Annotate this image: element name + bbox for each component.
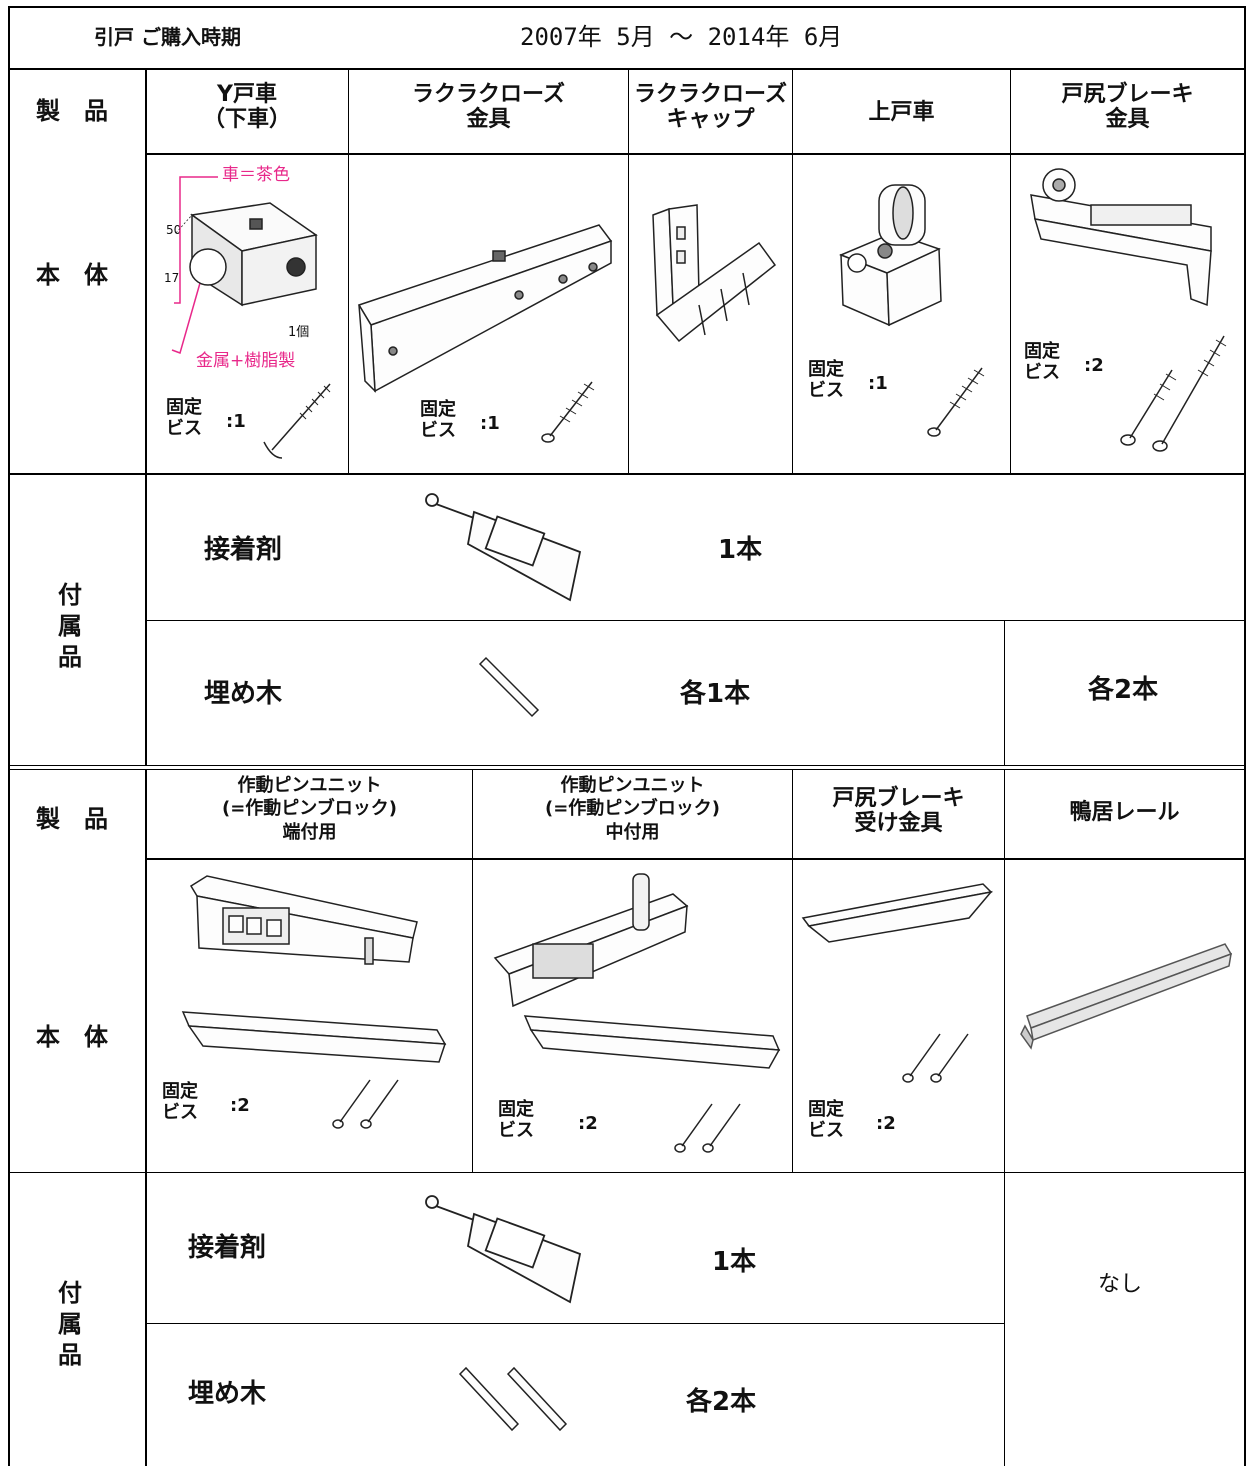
filler-wood-qty: 各1本 [680, 679, 751, 709]
screw-qty-pin-unit-middle: :2 [578, 1113, 598, 1134]
filler-wood-label: 埋め木 [204, 679, 283, 709]
filler-wood-icon [478, 656, 540, 718]
product-name-door-brake: 戸尻ブレーキ 金具 [1061, 82, 1194, 133]
adhesive-label: 接着剤 [204, 535, 283, 565]
screw-label-pin-unit-end: 固定 ビス [162, 1081, 198, 1123]
wheel-color-note: 車＝茶色 [222, 165, 290, 185]
product-name-lintel-rail: 鴨居レール [1069, 800, 1180, 825]
screw-label-raku-close: 固定 ビス [420, 399, 456, 441]
screw-label-top-roller: 固定 ビス [808, 359, 844, 401]
purchase-period-range: 2007年 5月 ～ 2014年 6月 [520, 23, 843, 51]
product-name-top-roller: 上戸車 [868, 100, 935, 125]
accessory-row-header-2: 付 属 品 [58, 1279, 82, 1370]
screw-label-pin-unit-middle: 固定 ビス [498, 1099, 534, 1141]
adhesive-tube-icon [425, 493, 582, 602]
filler-wood-pair-icon [458, 1366, 568, 1432]
screw-pair-icon [902, 1033, 969, 1083]
adhesive-label-2: 接着剤 [188, 1233, 267, 1263]
screw-qty-pin-unit-end: :2 [230, 1095, 250, 1116]
adhesive-qty: 1本 [718, 535, 763, 565]
product-name-raku-close-cap: ラクラクローズ キャップ [634, 82, 787, 133]
product-row-header-2: 製 品 [36, 805, 108, 833]
dim-height: 17 [164, 271, 180, 285]
screw-pair-icon [674, 1103, 741, 1153]
y-roller-illustration [171, 176, 318, 354]
product-name-y-roller: Y戸車 （下車） [202, 82, 291, 133]
adhesive-qty-2: 1本 [712, 1247, 757, 1277]
screw-pair-icon [332, 1079, 399, 1129]
screw-pair-icon [1120, 335, 1227, 452]
screw-qty-top-roller: :1 [868, 373, 888, 394]
lintel-rail-illustration [1020, 943, 1233, 1050]
screw-label-brake-receiver: 固定 ビス [808, 1099, 844, 1141]
product-name-pin-unit-end: 作動ピンユニット (=作動ピンブロック) 端付用 [222, 775, 397, 843]
door-brake-bracket-illustration [1030, 168, 1212, 307]
screw-icon [541, 381, 595, 443]
screw-qty-brake-receiver: :2 [876, 1113, 896, 1134]
dim-depth: 50 [166, 223, 182, 237]
product-name-pin-unit-middle: 作動ピンユニット (=作動ピンブロック) 中付用 [545, 775, 720, 843]
screw-qty-y-roller: :1 [226, 411, 246, 432]
brake-receiver-illustration [801, 883, 993, 943]
filler-wood-label-2: 埋め木 [188, 1379, 267, 1409]
pin-unit-middle-illustration [493, 873, 781, 1069]
top-roller-illustration [839, 184, 942, 327]
roller-count: 1個 [288, 325, 310, 340]
screw-icon [263, 383, 331, 459]
material-note: 金属+樹脂製 [196, 351, 296, 371]
none-label: なし [1098, 1272, 1143, 1297]
purchase-period-label: 引戸 ご購入時期 [94, 25, 241, 49]
raku-close-bracket-illustration [357, 224, 613, 393]
screw-label-door-brake: 固定 ビス [1024, 341, 1060, 383]
screw-label-y-roller: 固定 ビス [166, 397, 202, 439]
product-name-brake-receiver: 戸尻ブレーキ 受け金具 [832, 786, 965, 837]
screw-qty-raku-close: :1 [480, 413, 500, 434]
accessory-row-header: 付 属 品 [58, 581, 82, 672]
raku-close-cap-illustration [652, 204, 777, 343]
screw-icon [927, 367, 985, 437]
pin-unit-end-illustration [181, 875, 447, 1063]
body-row-header-2: 本 体 [36, 1023, 108, 1051]
adhesive-tube-icon [425, 1195, 582, 1304]
product-row-header: 製 品 [36, 97, 108, 125]
body-row-header: 本 体 [36, 261, 108, 289]
screw-qty-door-brake: :2 [1084, 355, 1104, 376]
filler-wood-qty-door-brake: 各2本 [1088, 675, 1159, 705]
filler-wood-qty-2: 各2本 [686, 1387, 757, 1417]
product-name-raku-close-bracket: ラクラクローズ 金具 [412, 82, 565, 133]
